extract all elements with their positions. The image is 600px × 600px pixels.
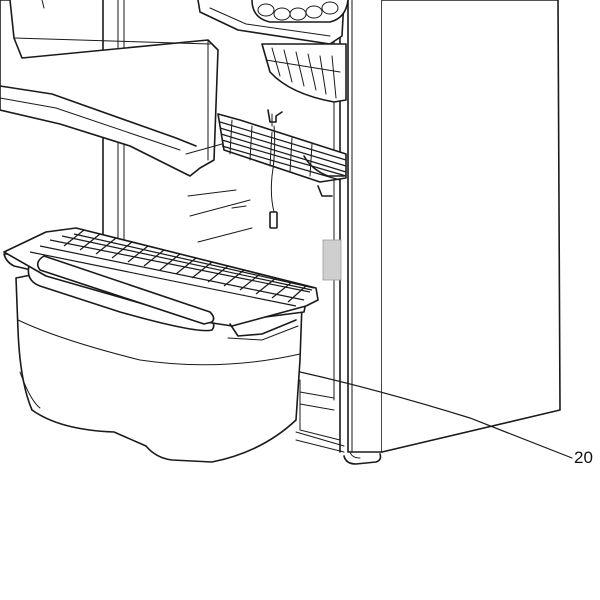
rating-plate — [322, 239, 342, 281]
back-wall-details — [187, 189, 253, 243]
crisper-wire-cover — [3, 227, 319, 341]
callout-label: 20 — [574, 448, 593, 467]
wire-shelf — [185, 113, 347, 197]
cabinet-side-panel — [343, 0, 561, 465]
thermostat-sensor — [267, 109, 283, 229]
door-panel — [0, 0, 219, 177]
callout-leader-line — [299, 371, 573, 459]
top-container — [197, 0, 349, 103]
